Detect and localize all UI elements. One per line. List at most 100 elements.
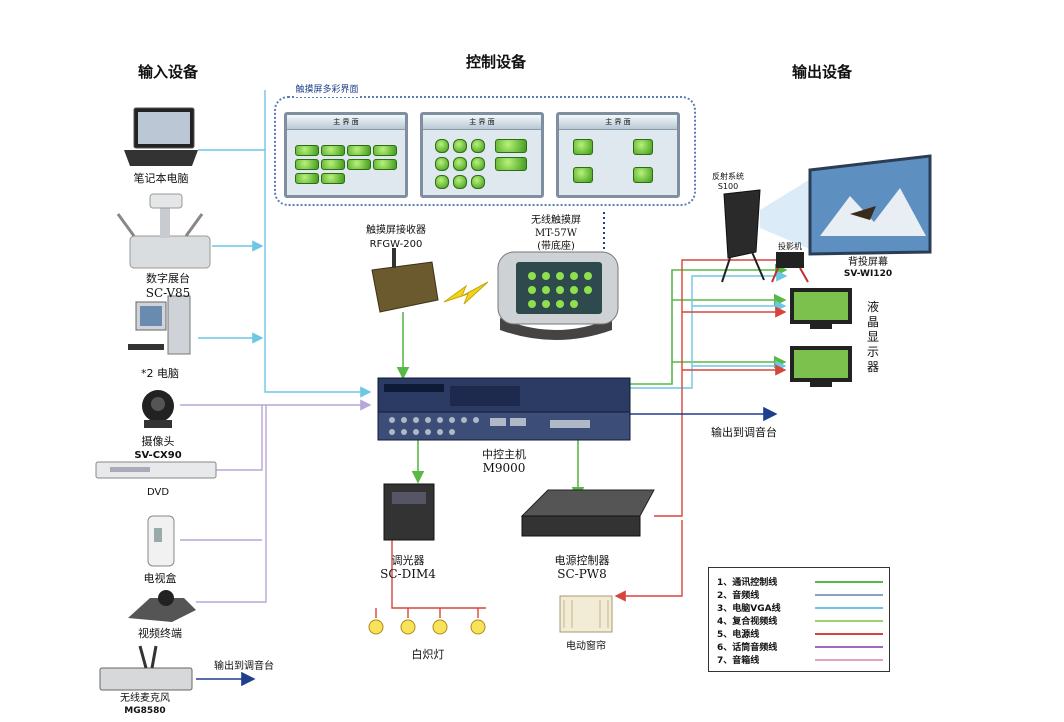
screen-2-button: [495, 139, 527, 153]
touch-panel-icon: [497, 251, 619, 340]
screen-2-button: [435, 157, 449, 171]
screen-1-button: [321, 145, 345, 156]
legend-swatch: [815, 646, 883, 648]
touch-ui-panel-label: 触摸屏多彩界面: [295, 84, 359, 97]
projector-label: 投影机: [778, 242, 802, 251]
vc-terminal-icon: [128, 590, 196, 622]
curtain-icon: [559, 595, 613, 633]
lcd-1-icon: [790, 288, 852, 329]
receiver-icon: [371, 248, 439, 313]
tvbox-label: 电视盒: [143, 572, 177, 585]
legend-item-label: 6、话筒音频线: [717, 643, 778, 653]
screen-2-button: [453, 175, 467, 189]
rear-screen-icon: [808, 154, 932, 256]
dimmer-label: 调光器: [391, 554, 425, 567]
mic-label: 无线麦克风: [120, 693, 170, 704]
legend-item-label: 3、电脑VGA线: [717, 604, 781, 614]
screen-2-button: [471, 139, 485, 153]
mic-receiver-icon: [99, 645, 193, 691]
projector-icon: [771, 252, 809, 283]
screen-1-button: [373, 145, 397, 156]
screen-3-title: 主 界 面: [559, 115, 677, 130]
legend-item-label: 1、通讯控制线: [717, 578, 778, 588]
screen-1-button: [321, 173, 345, 184]
dvd-icon: [95, 461, 217, 479]
power-wires: [375, 254, 792, 618]
host-output-label: 输出到调音台: [711, 426, 777, 439]
lcd-label: 液晶显示器: [866, 300, 879, 374]
camera-icon: [142, 390, 174, 428]
screen-2-button: [453, 157, 467, 171]
screen-1-button: [295, 145, 319, 156]
screen-3-button: [633, 139, 653, 155]
screen-1-button: [373, 159, 397, 170]
vc-terminal-label: 视频终端: [138, 627, 182, 640]
visualizer-label: 数字展台: [146, 272, 190, 285]
input-devices-header: 输入设备: [137, 63, 199, 81]
touch-screen-1: 主 界 面: [284, 112, 408, 198]
dimmer-model: SC-DIM4: [380, 567, 436, 581]
touch-screen-3: 主 界 面: [556, 112, 680, 198]
wireless-bolt-icon: [443, 281, 489, 305]
screen-2-title: 主 界 面: [423, 115, 541, 130]
projection-beam: [760, 178, 812, 250]
touch-label: 无线触摸屏: [531, 215, 581, 226]
touch-model: MT-57W: [534, 228, 578, 239]
host-unit-icon: [377, 377, 631, 441]
receiver-label: 触摸屏接收器: [366, 225, 426, 236]
video-wires: [180, 399, 372, 603]
legend-swatch: [815, 581, 883, 583]
power-controller-icon: [520, 489, 655, 537]
legend-item-label: 7、音箱线: [717, 656, 760, 666]
screen-2-button: [453, 139, 467, 153]
host-label: 中控主机: [482, 448, 526, 461]
laptop-icon: [124, 107, 198, 166]
lamps-label: 白炽灯: [411, 648, 445, 661]
legend-swatch: [815, 633, 883, 635]
visualizer-model: SC-V85: [145, 286, 191, 300]
pc-icon: [128, 295, 191, 355]
screen-2-button: [495, 157, 527, 171]
camera-model: SV-CX90: [134, 450, 182, 461]
reflector-icon: [721, 189, 765, 283]
lcd-2-icon: [790, 346, 852, 387]
dvd-label: DVD: [146, 487, 170, 498]
screen-2-button: [435, 175, 449, 189]
rear-screen-label: 背投屏幕: [848, 257, 888, 268]
touch-ui-panel: [274, 96, 696, 206]
output-vga-wires: [630, 270, 788, 389]
curtain-label: 电动窗帘: [566, 641, 606, 652]
touch-screen-2: 主 界 面: [420, 112, 544, 198]
legend-swatch: [815, 659, 883, 661]
screen-2-button: [471, 157, 485, 171]
receiver-model: RFGW-200: [369, 239, 423, 250]
legend-swatch: [815, 607, 883, 609]
control-devices-header: 控制设备: [465, 53, 527, 71]
screen-1-button: [321, 159, 345, 170]
visualizer-icon: [116, 193, 211, 269]
vga-wires: [198, 90, 372, 398]
legend-item-label: 5、电源线: [717, 630, 760, 640]
mic-model: MG8580: [124, 706, 166, 716]
host-model: M9000: [482, 461, 526, 475]
screen-2-button: [471, 175, 485, 189]
dimmer-icon: [383, 483, 435, 541]
legend-swatch: [815, 620, 883, 622]
tvbox-icon: [147, 515, 175, 567]
power-model: SC-PW8: [557, 567, 607, 581]
screen-1-button: [347, 145, 371, 156]
screen-1-button: [295, 159, 319, 170]
rear-screen-model: SV-WI120: [843, 269, 893, 279]
legend-item-label: 2、音频线: [717, 591, 760, 601]
screen-3-button: [573, 139, 593, 155]
screen-1-title: 主 界 面: [287, 115, 405, 130]
output-devices-header: 输出设备: [791, 63, 853, 81]
touch-note: (带底座): [537, 241, 575, 252]
screen-3-button: [573, 167, 593, 183]
reflector-label: 反射系统: [712, 172, 744, 181]
legend-item-label: 4、复合视频线: [717, 617, 778, 627]
screen-2-button: [435, 139, 449, 153]
legend-swatch: [815, 594, 883, 596]
reflector-model: S100: [717, 182, 739, 191]
